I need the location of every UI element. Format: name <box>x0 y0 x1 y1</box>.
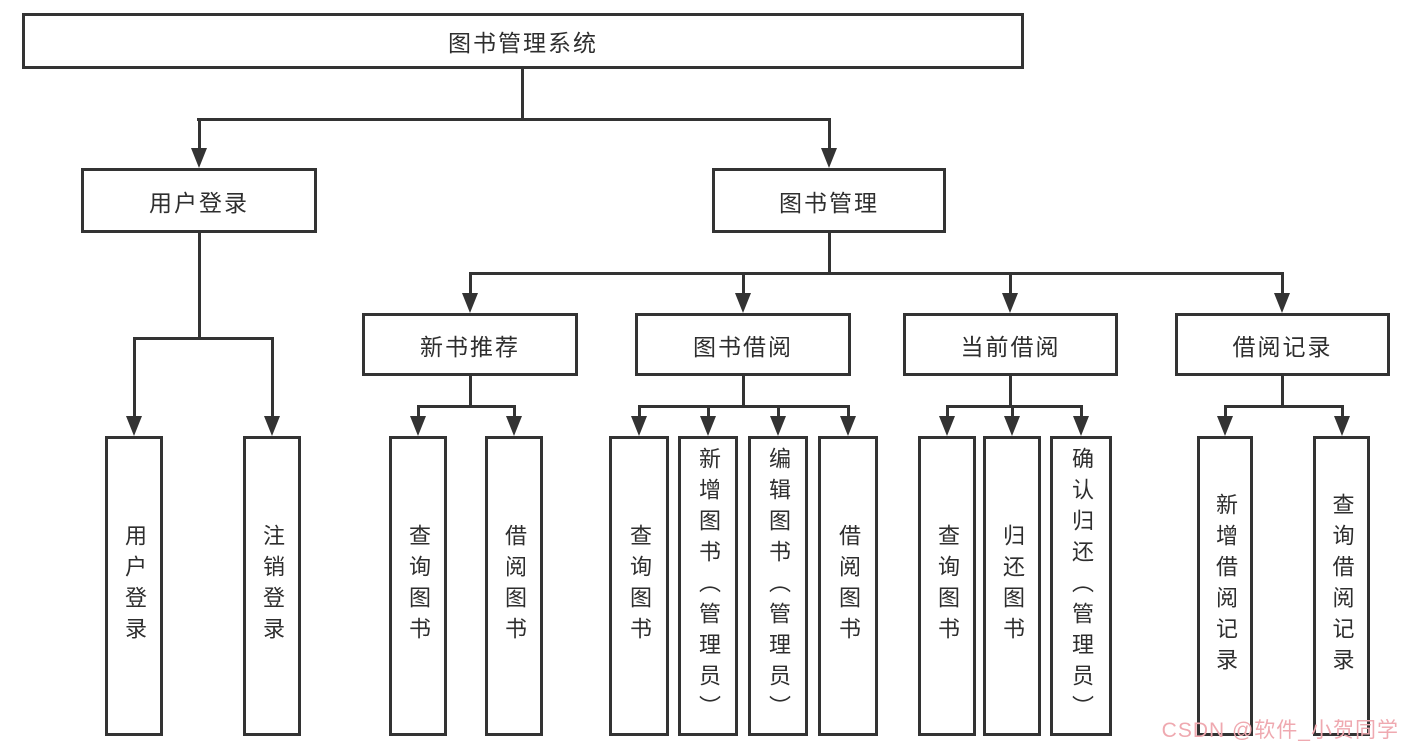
arrowhead-leaf-logout <box>264 416 280 436</box>
arrowhead-leaf <box>631 416 647 436</box>
connector-root-stem <box>521 69 524 118</box>
arrowhead-current-borrow <box>1002 293 1018 313</box>
connector-drop-book-borrow <box>741 272 745 295</box>
connector-book-borrow-stem <box>741 376 745 405</box>
arrowhead-leaf <box>506 416 522 436</box>
arrowhead-leaf <box>1217 416 1233 436</box>
connector-new-book-stem <box>468 376 472 405</box>
connector-borrow-record-stem <box>1280 376 1284 405</box>
connector-book-borrow-bar <box>637 405 849 408</box>
leaf-borrow-book-recommend: 借阅图书 <box>485 436 543 736</box>
connector-borrow-record-bar <box>1223 405 1342 408</box>
arrowhead-leaf-login <box>126 416 142 436</box>
arrowhead-leaf <box>700 416 716 436</box>
arrowhead-borrow-record <box>1274 293 1290 313</box>
node-user-login: 用户登录 <box>81 168 317 233</box>
connector-drop <box>776 405 780 418</box>
connector-root-bar <box>197 118 831 121</box>
leaf-query-borrow-record: 查询借阅记录 <box>1313 436 1370 736</box>
leaf-add-book-admin: 新增图书（管理员） <box>678 436 738 736</box>
connector-drop-leaf-logout <box>270 337 274 418</box>
connector-drop <box>706 405 710 418</box>
connector-user-login-bar <box>132 337 274 340</box>
connector-current-borrow-bar <box>945 405 1083 408</box>
connector-drop <box>1010 405 1014 418</box>
connector-user-login-stem <box>197 233 201 337</box>
arrowhead-leaf <box>410 416 426 436</box>
arrowhead-new-book <box>462 293 478 313</box>
connector-drop-current-borrow <box>1008 272 1012 295</box>
connector-drop <box>1079 405 1083 418</box>
arrowhead-leaf <box>1334 416 1350 436</box>
leaf-user-login: 用户登录 <box>105 436 163 736</box>
connector-book-mgmt-stem <box>827 233 831 272</box>
csdn-watermark: CSDN @软件_小贺同学 <box>1161 719 1399 742</box>
node-current-borrowing: 当前借阅 <box>903 313 1118 376</box>
connector-drop <box>512 405 516 418</box>
connector-drop-leaf-login <box>132 337 136 418</box>
arrowhead-book-mgmt <box>821 148 837 168</box>
leaf-logout: 注销登录 <box>243 436 301 736</box>
connector-drop-user-login <box>197 118 201 152</box>
connector-drop <box>846 405 850 418</box>
node-borrowing-records: 借阅记录 <box>1175 313 1390 376</box>
leaf-query-book-borrowing: 查询图书 <box>609 436 669 736</box>
connector-current-borrow-stem <box>1008 376 1012 405</box>
arrowhead-book-borrow <box>735 293 751 313</box>
leaf-return-book: 归还图书 <box>983 436 1041 736</box>
connector-new-book-bar <box>416 405 516 408</box>
connector-drop-new-book <box>468 272 472 295</box>
leaf-borrow-book: 借阅图书 <box>818 436 878 736</box>
arrowhead-leaf <box>1073 416 1089 436</box>
node-library-management-system: 图书管理系统 <box>22 13 1024 69</box>
connector-book-mgmt-bar <box>468 272 1284 275</box>
connector-drop <box>1223 405 1227 418</box>
leaf-query-book-current: 查询图书 <box>918 436 976 736</box>
leaf-query-book-recommend: 查询图书 <box>389 436 447 736</box>
arrowhead-user-login <box>191 148 207 168</box>
connector-drop <box>1340 405 1344 418</box>
arrowhead-leaf <box>1004 416 1020 436</box>
node-book-borrowing: 图书借阅 <box>635 313 851 376</box>
node-new-book-recommend: 新书推荐 <box>362 313 578 376</box>
arrowhead-leaf <box>770 416 786 436</box>
arrowhead-leaf <box>840 416 856 436</box>
connector-drop <box>637 405 641 418</box>
node-book-management: 图书管理 <box>712 168 946 233</box>
arrowhead-leaf <box>939 416 955 436</box>
leaf-add-borrow-record: 新增借阅记录 <box>1197 436 1253 736</box>
connector-drop-book-mgmt <box>827 118 831 152</box>
connector-drop <box>416 405 420 418</box>
leaf-confirm-return-admin: 确认归还（管理员） <box>1050 436 1112 736</box>
leaf-edit-book-admin: 编辑图书（管理员） <box>748 436 808 736</box>
connector-drop-borrow-record <box>1280 272 1284 295</box>
connector-drop <box>945 405 949 418</box>
